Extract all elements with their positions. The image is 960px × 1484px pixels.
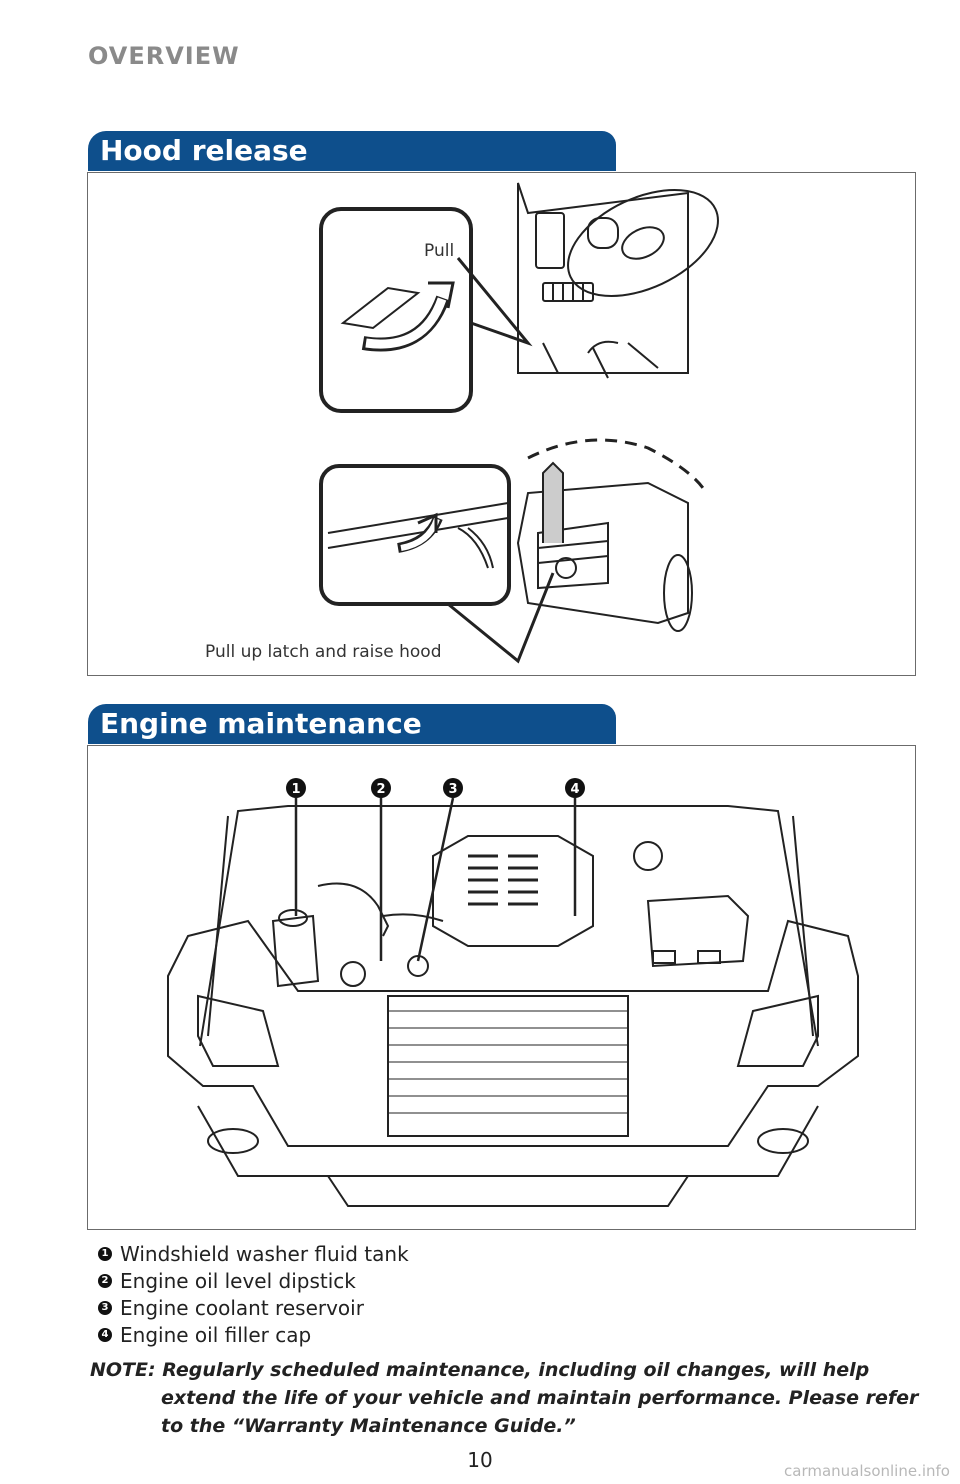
note-label: NOTE: [90,1359,156,1381]
engine-bay-illustration: 1 2 3 4 [167,778,859,1207]
truck-front-illustration [516,438,705,632]
callout-pull: Pull [424,241,454,261]
legend-item: 4 Engine oil filler cap [98,1321,409,1348]
legend-number: 2 [98,1273,112,1288]
engine-markers: 1 2 3 4 [286,778,585,798]
marker-1: 1 [291,782,300,797]
hood-release-illustration: Pull Pull up latch and raise hood [205,182,719,664]
watermark: carmanualsonline.info [784,1462,950,1480]
maintenance-note: NOTE: Regularly scheduled maintenance, i… [90,1356,920,1440]
dashboard-illustration [517,182,719,379]
engine-maintenance-title: Engine maintenance [88,704,616,744]
legend-label: Engine coolant reservoir [120,1295,364,1320]
legend-item: 3 Engine coolant reservoir [98,1294,409,1321]
note-line-3: to the “Warranty Maintenance Guide.” [161,1415,576,1437]
hood-release-title: Hood release [88,131,616,171]
note-line-2: extend the life of your vehicle and main… [161,1387,919,1409]
engine-legend: 1 Windshield washer fluid tank 2 Engine … [98,1240,409,1348]
legend-item: 2 Engine oil level dipstick [98,1267,409,1294]
hood-release-panel: Pull Pull up latch and raise hood [87,172,916,676]
legend-label: Engine oil level dipstick [120,1268,356,1293]
engine-maintenance-panel: 1 2 3 4 [87,745,916,1230]
section-header: OVERVIEW [88,42,240,70]
legend-number: 3 [98,1300,112,1315]
legend-label: Windshield washer fluid tank [120,1241,409,1266]
callout-latch: Pull up latch and raise hood [205,642,441,662]
page-number: 10 [467,1448,493,1472]
legend-item: 1 Windshield washer fluid tank [98,1240,409,1267]
legend-number: 4 [98,1327,112,1342]
marker-4: 4 [570,782,579,797]
note-line-1: Regularly scheduled maintenance, includi… [162,1359,870,1381]
marker-2: 2 [376,782,385,797]
marker-3: 3 [448,782,457,797]
legend-label: Engine oil filler cap [120,1322,312,1347]
legend-number: 1 [98,1246,112,1261]
